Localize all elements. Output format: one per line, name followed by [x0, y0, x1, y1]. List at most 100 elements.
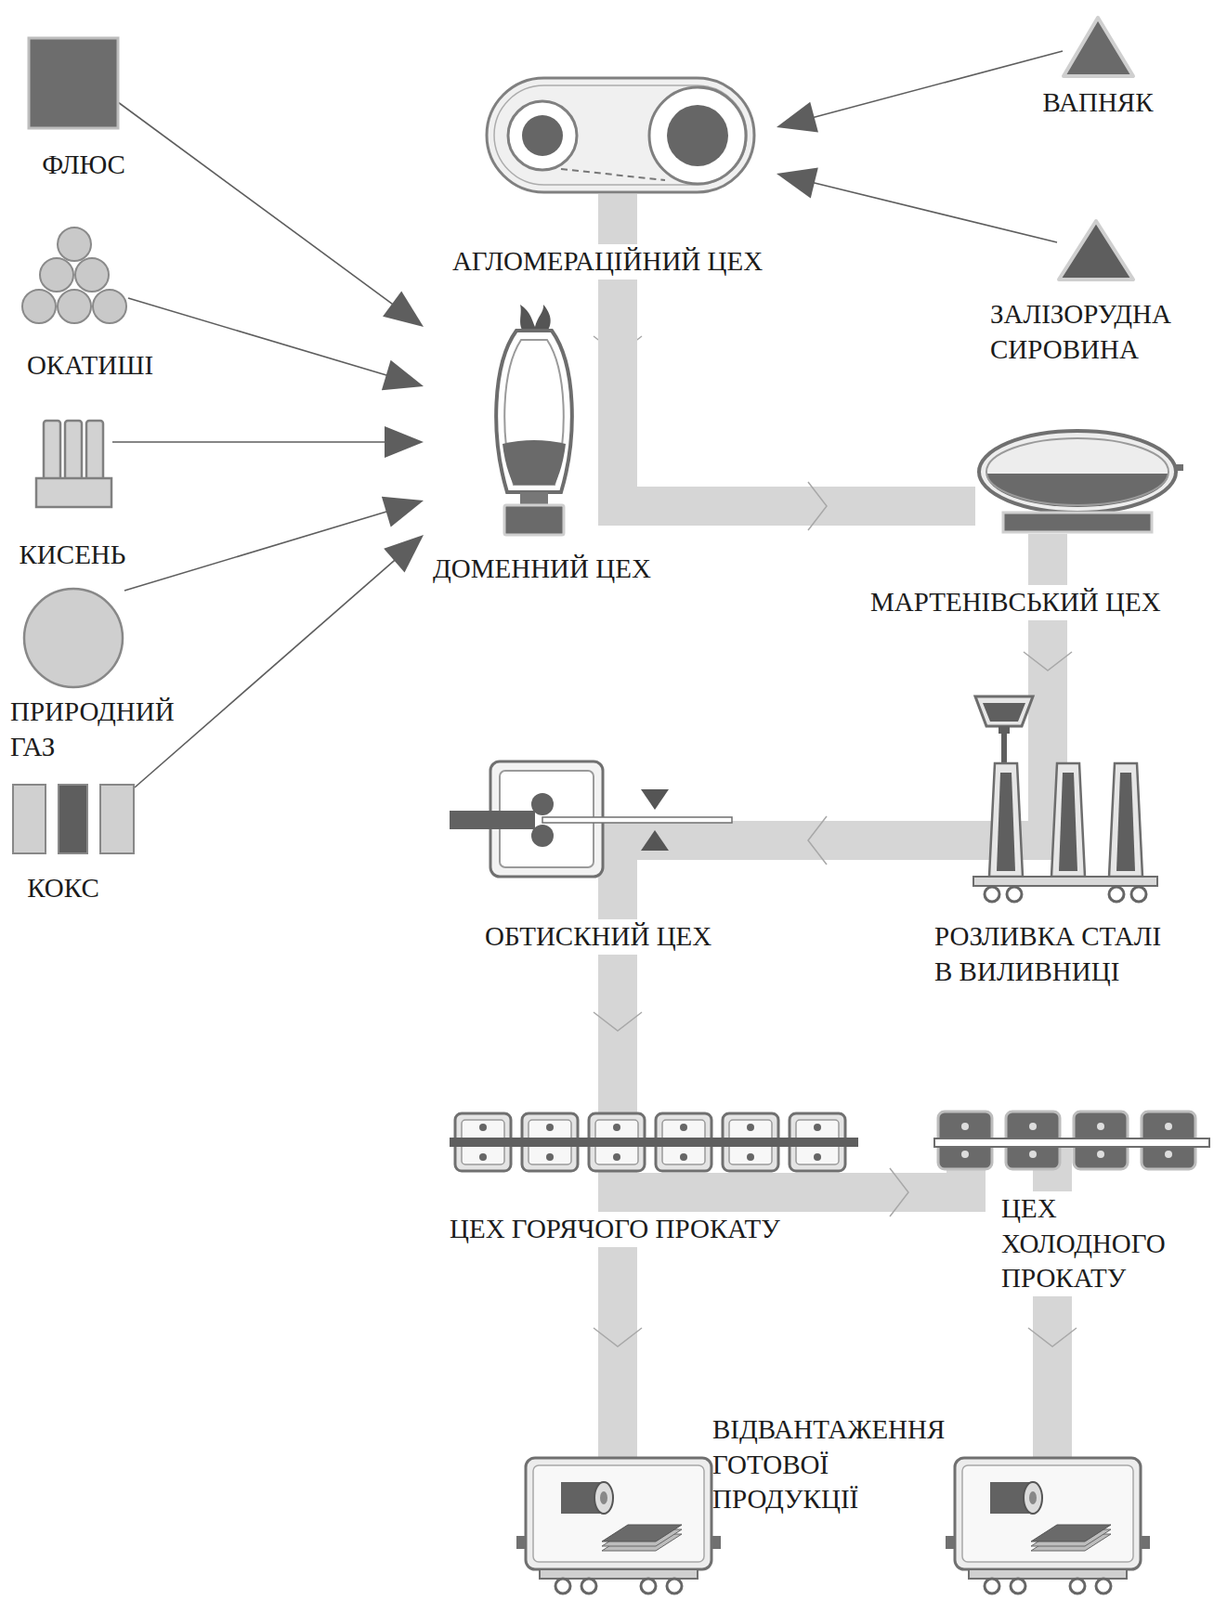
hot-rolling-mill	[449, 1137, 859, 1148]
oxygen-icon	[65, 420, 82, 486]
hot-rolling-mill	[449, 1113, 859, 1172]
ingot-casting	[989, 763, 1023, 877]
pellets-icon	[75, 258, 109, 292]
coke-icon	[100, 784, 134, 854]
ingot-casting-stage: РОЗЛИВКА СТАЛІ В ВИЛИВНИЦІ	[970, 694, 1162, 905]
pellets-icon	[57, 227, 92, 262]
ingot-casting	[1051, 763, 1085, 877]
sinter-machine	[494, 85, 747, 185]
pellets-icon	[92, 289, 127, 324]
feed-arrow	[128, 298, 424, 391]
flow-chevron	[593, 1012, 642, 1032]
shipping-wagon	[945, 1458, 1150, 1594]
gas-icon	[24, 588, 123, 688]
open-hearth-furnace	[979, 430, 1176, 513]
feed-line	[112, 441, 387, 444]
flow-chevron	[808, 816, 827, 865]
ingot-casting	[1109, 887, 1124, 902]
pellets-icon	[22, 227, 127, 324]
flow-band-path	[682, 821, 971, 861]
limestone-icon	[1063, 17, 1134, 77]
flow-chevron	[889, 1168, 909, 1217]
node-label: РОЗЛИВКА СТАЛІ В ВИЛИВНИЦІ	[930, 919, 1180, 990]
flow-chevron	[808, 482, 827, 531]
blast-furnace-shop: ДОМЕННИЙ ЦЕХ	[423, 300, 680, 537]
input-limestone: ВАПНЯК	[1062, 15, 1135, 78]
gas-icon	[24, 588, 123, 688]
feed-arrow	[117, 102, 424, 327]
arrow-head	[381, 496, 424, 528]
blast-furnace	[496, 304, 573, 536]
node-label: МАРТЕНІВСЬКИЙ ЦЕХ	[866, 585, 1165, 621]
feed-line	[134, 559, 396, 788]
input-oxygen: КИСЕНЬ	[35, 418, 113, 509]
blooming-shop: ОБТИСКНИЙ ЦЕХ	[449, 757, 683, 883]
coke-icon	[13, 784, 46, 854]
coke-icon	[58, 784, 88, 854]
blooming-mill	[640, 789, 669, 810]
input-coke: КОКС	[12, 783, 135, 855]
flow-band-joint	[1032, 1142, 1072, 1459]
sinter-machine	[666, 104, 729, 167]
arrow-head	[776, 102, 819, 133]
input-flux: ФЛЮС	[28, 38, 118, 129]
feed-arrow	[124, 496, 424, 591]
ingot-casting	[1116, 772, 1136, 872]
oxygen-icon	[36, 420, 112, 508]
cold-rolling-mill	[934, 1111, 1210, 1170]
node-label: ВАПНЯК	[1038, 85, 1157, 121]
node-label: ЦЕХ ГОРЯЧОГО ПРОКАТУ	[445, 1212, 784, 1248]
pellets-icon	[22, 289, 56, 324]
coke-icon	[13, 784, 134, 854]
ingot-casting	[996, 772, 1016, 872]
arrow-head	[381, 360, 424, 392]
flow-band-path	[617, 300, 976, 507]
blast-furnace	[496, 330, 573, 493]
ingot-casting	[1109, 763, 1143, 877]
flow-chevron	[1028, 1328, 1077, 1347]
ingot-casting	[973, 696, 1158, 902]
ingot-casting	[1001, 733, 1007, 766]
shipping-wagon	[516, 1458, 721, 1594]
flux-icon	[28, 38, 118, 129]
node-label: ЗАЛІЗОРУДНА СИРОВИНА	[986, 297, 1175, 367]
feed-arrow	[134, 535, 424, 788]
blast-furnace	[502, 440, 566, 485]
flow-chevron	[1023, 652, 1072, 671]
ingot-casting	[1058, 772, 1078, 872]
pellets-icon	[57, 289, 92, 324]
ingot-casting	[975, 696, 1033, 727]
sinter-machine	[649, 87, 746, 184]
open-hearth-furnace	[979, 430, 1184, 533]
flow-band-joint	[598, 694, 1072, 1459]
shipping-wagon	[516, 1458, 1150, 1594]
node-label: АГЛОМЕРАЦІЙНИЙ ЦЕХ	[448, 244, 767, 280]
node-label: КОКС	[23, 871, 104, 907]
flow-band-path	[598, 882, 638, 1110]
limestone-icon	[1063, 17, 1134, 77]
arrow-head	[384, 426, 424, 458]
sinter-machine	[508, 101, 577, 170]
flow-band	[617, 1168, 966, 1217]
open-hearth-furnace	[986, 473, 1169, 508]
feed-line	[117, 102, 394, 305]
arrow-head	[382, 290, 424, 327]
arrow-head	[776, 167, 819, 198]
blooming-mill	[542, 817, 732, 823]
node-label: КИСЕНЬ	[15, 537, 131, 574]
blooming-mill	[531, 824, 554, 848]
input-natural-gas: ПРИРОДНИЙ ГАЗ	[22, 587, 125, 690]
flow-band	[682, 816, 971, 865]
node-label: ОБТИСКНИЙ ЦЕХ	[481, 919, 716, 955]
node-label: ОКАТИШІ	[23, 348, 157, 384]
feed-arrow	[776, 167, 1058, 243]
open-hearth-furnace	[1174, 464, 1184, 471]
oxygen-icon	[43, 420, 61, 486]
node-label: ФЛЮС	[38, 147, 130, 183]
feed-line	[124, 511, 389, 591]
product-shipping: ВІДВАНТАЖЕННЯ ГОТОВОЇ ПРОДУКЦІЇ	[516, 1458, 721, 1596]
ingot-casting	[984, 887, 1000, 902]
ingot-casting	[998, 726, 1010, 734]
sinter-plant: АГЛОМЕРАЦІЙНИЙ ЦЕХ	[484, 76, 777, 195]
